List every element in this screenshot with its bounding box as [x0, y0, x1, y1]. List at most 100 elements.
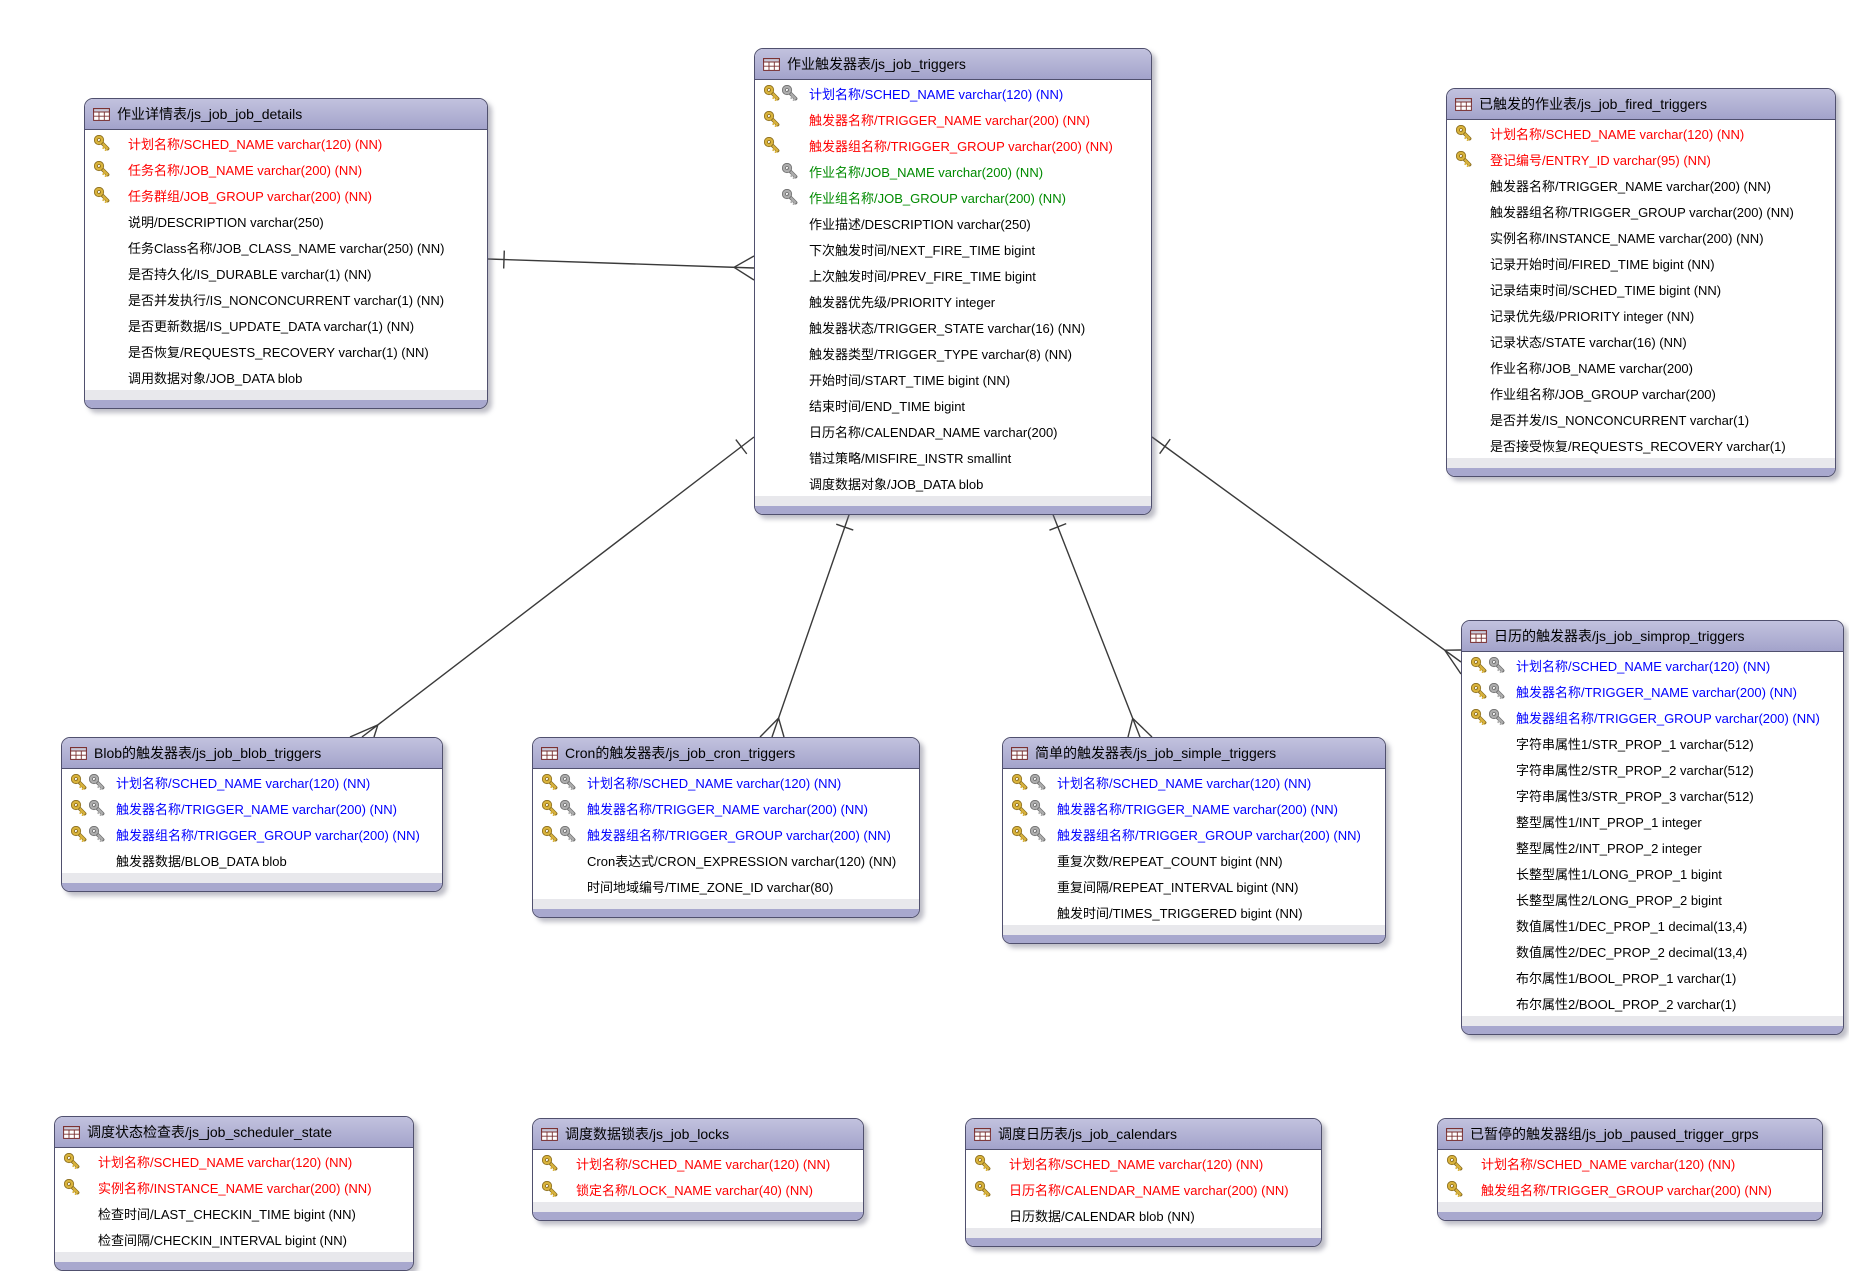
table-field-row[interactable]: 字符串属性1/STR_PROP_1 varchar(512) — [1462, 730, 1843, 756]
table-field-row[interactable]: 日历名称/CALENDAR_NAME varchar(200) (NN) — [966, 1176, 1321, 1202]
table-field-row[interactable]: 任务Class名称/JOB_CLASS_NAME varchar(250) (N… — [85, 234, 487, 260]
table-field-row[interactable]: 触发器组名称/TRIGGER_GROUP varchar(200) (NN) — [1462, 704, 1843, 730]
table-field-row[interactable]: 说明/DESCRIPTION varchar(250) — [85, 208, 487, 234]
table-field-row[interactable]: 触发器名称/TRIGGER_NAME varchar(200) (NN) — [1462, 678, 1843, 704]
table-field-row[interactable]: 触发器名称/TRIGGER_NAME varchar(200) (NN) — [1003, 795, 1385, 821]
table-field-row[interactable]: 作业组名称/JOB_GROUP varchar(200) (NN) — [755, 184, 1151, 210]
table-field-row[interactable]: 触发器名称/TRIGGER_NAME varchar(200) (NN) — [755, 106, 1151, 132]
table-field-row[interactable]: 日历数据/CALENDAR blob (NN) — [966, 1202, 1321, 1228]
table-field-row[interactable]: 触发器名称/TRIGGER_NAME varchar(200) (NN) — [1447, 172, 1835, 198]
table-field-row[interactable]: 字符串属性2/STR_PROP_2 varchar(512) — [1462, 756, 1843, 782]
table-header[interactable]: 已触发的作业表/js_job_fired_triggers — [1447, 89, 1835, 120]
table-field-row[interactable]: 计划名称/SCHED_NAME varchar(120) (NN) — [1003, 769, 1385, 795]
table-field-row[interactable]: 是否恢复/REQUESTS_RECOVERY varchar(1) (NN) — [85, 338, 487, 364]
table-field-row[interactable]: 触发器名称/TRIGGER_NAME varchar(200) (NN) — [533, 795, 919, 821]
table-field-row[interactable]: 触发器状态/TRIGGER_STATE varchar(16) (NN) — [755, 314, 1151, 340]
table-field-row[interactable]: 检查间隔/CHECKIN_INTERVAL bigint (NN) — [55, 1226, 413, 1252]
table-header[interactable]: Cron的触发器表/js_job_cron_triggers — [533, 738, 919, 769]
table-field-row[interactable]: 是否并发执行/IS_NONCONCURRENT varchar(1) (NN) — [85, 286, 487, 312]
table-field-row[interactable]: 是否更新数据/IS_UPDATE_DATA varchar(1) (NN) — [85, 312, 487, 338]
table-field-row[interactable]: 触发器组名称/TRIGGER_GROUP varchar(200) (NN) — [1003, 821, 1385, 847]
table-field-row[interactable]: 检查时间/LAST_CHECKIN_TIME bigint (NN) — [55, 1200, 413, 1226]
table-field-row[interactable]: 结束时间/END_TIME bigint — [755, 392, 1151, 418]
table-field-row[interactable]: 计划名称/SCHED_NAME varchar(120) (NN) — [533, 1150, 863, 1176]
table-field-row[interactable]: 计划名称/SCHED_NAME varchar(120) (NN) — [62, 769, 442, 795]
table-field-row[interactable]: 计划名称/SCHED_NAME varchar(120) (NN) — [966, 1150, 1321, 1176]
table-header[interactable]: 调度日历表/js_job_calendars — [966, 1119, 1321, 1150]
table-field-row[interactable]: 登记编号/ENTRY_ID varchar(95) (NN) — [1447, 146, 1835, 172]
table-field-row[interactable]: 触发器组名称/TRIGGER_GROUP varchar(200) (NN) — [533, 821, 919, 847]
table-field-row[interactable]: 触发时间/TIMES_TRIGGERED bigint (NN) — [1003, 899, 1385, 925]
table-field-row[interactable]: 计划名称/SCHED_NAME varchar(120) (NN) — [1462, 652, 1843, 678]
table-field-row[interactable]: 任务群组/JOB_GROUP varchar(200) (NN) — [85, 182, 487, 208]
table-field-row[interactable]: 字符串属性3/STR_PROP_3 varchar(512) — [1462, 782, 1843, 808]
table-field-row[interactable]: 计划名称/SCHED_NAME varchar(120) (NN) — [1447, 120, 1835, 146]
table-field-row[interactable]: 记录状态/STATE varchar(16) (NN) — [1447, 328, 1835, 354]
table-field-row[interactable]: 作业组名称/JOB_GROUP varchar(200) — [1447, 380, 1835, 406]
table-header[interactable]: 调度状态检查表/js_job_scheduler_state — [55, 1117, 413, 1148]
table-field-row[interactable]: Cron表达式/CRON_EXPRESSION varchar(120) (NN… — [533, 847, 919, 873]
table-field-row[interactable]: 是否接受恢复/REQUESTS_RECOVERY varchar(1) — [1447, 432, 1835, 458]
table-field-row[interactable]: 任务名称/JOB_NAME varchar(200) (NN) — [85, 156, 487, 182]
table-field-row[interactable]: 重复次数/REPEAT_COUNT bigint (NN) — [1003, 847, 1385, 873]
table-field-row[interactable]: 触发器组名称/TRIGGER_GROUP varchar(200) (NN) — [62, 821, 442, 847]
table-field-row[interactable]: 是否持久化/IS_DURABLE varchar(1) (NN) — [85, 260, 487, 286]
table-header[interactable]: 日历的触发器表/js_job_simprop_triggers — [1462, 621, 1843, 652]
table-field-row[interactable]: 计划名称/SCHED_NAME varchar(120) (NN) — [85, 130, 487, 156]
table-field-row[interactable]: 布尔属性1/BOOL_PROP_1 varchar(1) — [1462, 964, 1843, 990]
table-field-row[interactable]: 记录优先级/PRIORITY integer (NN) — [1447, 302, 1835, 328]
table-field-row[interactable]: 作业描述/DESCRIPTION varchar(250) — [755, 210, 1151, 236]
table-field-row[interactable]: 触发器数据/BLOB_DATA blob — [62, 847, 442, 873]
table-field-row[interactable]: 日历名称/CALENDAR_NAME varchar(200) — [755, 418, 1151, 444]
table-field-row[interactable]: 数值属性1/DEC_PROP_1 decimal(13,4) — [1462, 912, 1843, 938]
table-field-row[interactable]: 计划名称/SCHED_NAME varchar(120) (NN) — [755, 80, 1151, 106]
table-field-row[interactable]: 作业名称/JOB_NAME varchar(200) — [1447, 354, 1835, 380]
table-field-row[interactable]: 实例名称/INSTANCE_NAME varchar(200) (NN) — [1447, 224, 1835, 250]
table-field-row[interactable]: 触发器优先级/PRIORITY integer — [755, 288, 1151, 314]
table-field-row[interactable]: 下次触发时间/NEXT_FIRE_TIME bigint — [755, 236, 1151, 262]
table-field-row[interactable]: 触发器名称/TRIGGER_NAME varchar(200) (NN) — [62, 795, 442, 821]
table-field-row[interactable]: 调用数据对象/JOB_DATA blob — [85, 364, 487, 390]
table-field-row[interactable]: 作业名称/JOB_NAME varchar(200) (NN) — [755, 158, 1151, 184]
table-field-row[interactable]: 数值属性2/DEC_PROP_2 decimal(13,4) — [1462, 938, 1843, 964]
table-header[interactable]: 作业触发器表/js_job_triggers — [755, 49, 1151, 80]
table-header[interactable]: 作业详情表/js_job_job_details — [85, 99, 487, 130]
table-field-row[interactable]: 计划名称/SCHED_NAME varchar(120) (NN) — [533, 769, 919, 795]
table-field-row[interactable]: 长整型属性2/LONG_PROP_2 bigint — [1462, 886, 1843, 912]
table-field-row[interactable]: 是否并发/IS_NONCONCURRENT varchar(1) — [1447, 406, 1835, 432]
table-field-row[interactable]: 整型属性1/INT_PROP_1 integer — [1462, 808, 1843, 834]
table-field-row[interactable]: 计划名称/SCHED_NAME varchar(120) (NN) — [1438, 1150, 1822, 1176]
table-field-row[interactable]: 记录开始时间/FIRED_TIME bigint (NN) — [1447, 250, 1835, 276]
table-header[interactable]: 调度数据锁表/js_job_locks — [533, 1119, 863, 1150]
table-field-row[interactable]: 上次触发时间/PREV_FIRE_TIME bigint — [755, 262, 1151, 288]
table-field-row[interactable]: 实例名称/INSTANCE_NAME varchar(200) (NN) — [55, 1174, 413, 1200]
table-field-row[interactable]: 错过策略/MISFIRE_INSTR smallint — [755, 444, 1151, 470]
table-field-row[interactable]: 开始时间/START_TIME bigint (NN) — [755, 366, 1151, 392]
table-field-row[interactable]: 布尔属性2/BOOL_PROP_2 varchar(1) — [1462, 990, 1843, 1016]
table-field-row[interactable]: 计划名称/SCHED_NAME varchar(120) (NN) — [55, 1148, 413, 1174]
table-field-row[interactable]: 触发组名称/TRIGGER_GROUP varchar(200) (NN) — [1438, 1176, 1822, 1202]
table-field-row[interactable]: 锁定名称/LOCK_NAME varchar(40) (NN) — [533, 1176, 863, 1202]
table-header[interactable]: Blob的触发器表/js_job_blob_triggers — [62, 738, 442, 769]
table-field-row[interactable]: 触发器组名称/TRIGGER_GROUP varchar(200) (NN) — [1447, 198, 1835, 224]
table-field-row[interactable]: 触发器组名称/TRIGGER_GROUP varchar(200) (NN) — [755, 132, 1151, 158]
table-field-row[interactable]: 整型属性2/INT_PROP_2 integer — [1462, 834, 1843, 860]
table-header[interactable]: 简单的触发器表/js_job_simple_triggers — [1003, 738, 1385, 769]
table-field-row[interactable]: 触发器类型/TRIGGER_TYPE varchar(8) (NN) — [755, 340, 1151, 366]
table-field-row[interactable]: 记录结束时间/SCHED_TIME bigint (NN) — [1447, 276, 1835, 302]
table-field-row[interactable]: 长整型属性1/LONG_PROP_1 bigint — [1462, 860, 1843, 886]
table-field-row[interactable]: 调度数据对象/JOB_DATA blob — [755, 470, 1151, 496]
table-field-row[interactable]: 重复间隔/REPEAT_INTERVAL bigint (NN) — [1003, 873, 1385, 899]
table-field-row[interactable]: 时间地域编号/TIME_ZONE_ID varchar(80) — [533, 873, 919, 899]
